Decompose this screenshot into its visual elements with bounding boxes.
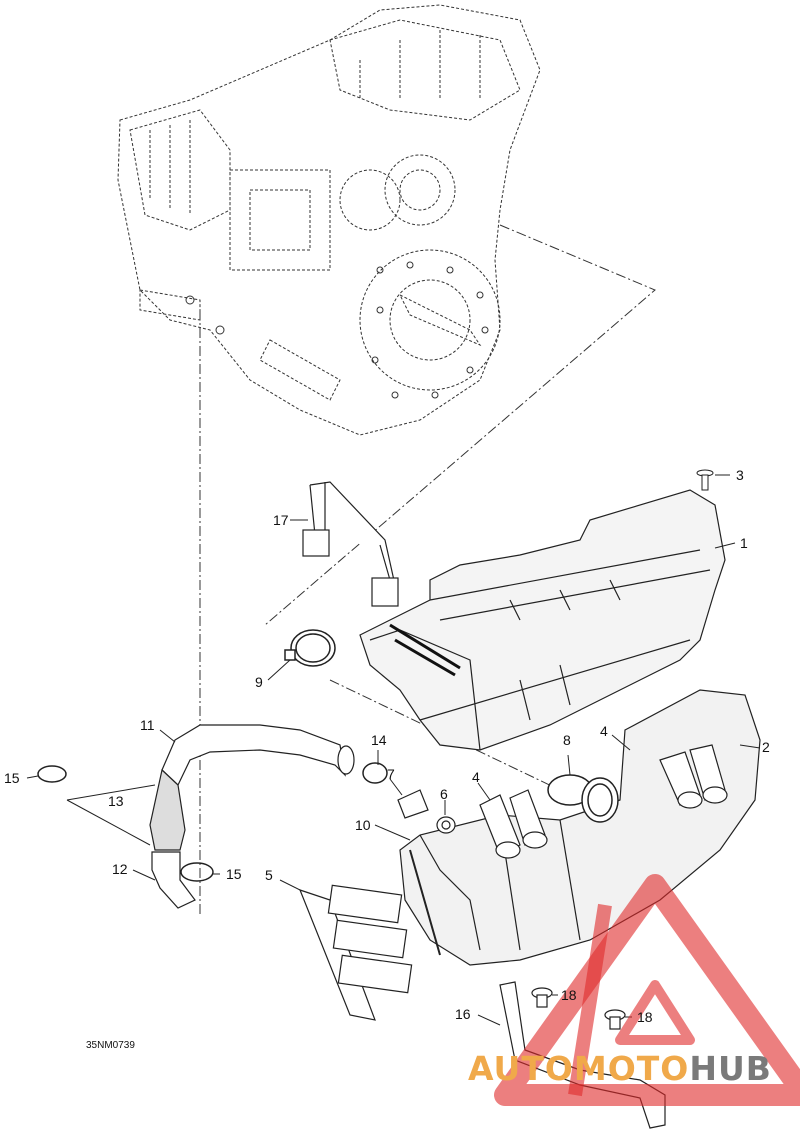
part-5-filter bbox=[298, 884, 413, 1021]
callout-15-right: 15 bbox=[226, 866, 242, 882]
callout-8: 8 bbox=[563, 732, 571, 748]
part-4-pipes bbox=[479, 744, 728, 859]
part-17-strap bbox=[302, 481, 399, 607]
callout-18-bottom: 18 bbox=[637, 1009, 653, 1025]
part-14-clamp bbox=[362, 762, 388, 784]
callout-6: 6 bbox=[440, 786, 448, 802]
part-1-airbox-cover bbox=[359, 489, 726, 751]
callout-18-top: 18 bbox=[561, 987, 577, 1003]
part-11-hose bbox=[161, 724, 355, 786]
watermark-part2: HUB bbox=[689, 1049, 772, 1088]
callout-4-right: 4 bbox=[600, 723, 608, 739]
callout-7: 7 bbox=[387, 766, 395, 782]
engine-assembly bbox=[117, 4, 541, 436]
callout-10: 10 bbox=[355, 817, 371, 833]
watermark-text: AUTOMOTOHUB bbox=[468, 1052, 772, 1085]
watermark-part1: AUTOMOTO bbox=[468, 1049, 690, 1088]
part-18-bolts bbox=[531, 987, 626, 1030]
callout-11: 11 bbox=[140, 717, 155, 733]
part-12-elbow bbox=[151, 851, 196, 909]
engine-bolts bbox=[185, 261, 489, 399]
part-9-clamp bbox=[284, 629, 336, 667]
callout-12: 12 bbox=[112, 861, 128, 877]
part-6-grommet bbox=[436, 816, 456, 834]
watermark-logo bbox=[494, 874, 800, 1106]
callout-3: 3 bbox=[736, 467, 744, 483]
part-13-tube bbox=[149, 768, 186, 851]
callout-13: 13 bbox=[108, 793, 124, 809]
callout-2: 2 bbox=[762, 739, 770, 755]
callout-14: 14 bbox=[371, 732, 387, 748]
callout-1: 1 bbox=[740, 535, 748, 551]
callout-4-left: 4 bbox=[472, 769, 480, 785]
part-7-fitting bbox=[397, 789, 429, 819]
callout-5: 5 bbox=[265, 867, 273, 883]
figure-code: 35NM0739 bbox=[86, 1040, 135, 1051]
part-3-screw bbox=[696, 469, 714, 491]
leader-lines bbox=[26, 474, 761, 1026]
callout-16: 16 bbox=[455, 1006, 471, 1022]
part-15-clamps bbox=[37, 765, 214, 882]
callout-9: 9 bbox=[255, 674, 263, 690]
callout-15-left: 15 bbox=[4, 770, 20, 786]
callout-17: 17 bbox=[273, 512, 289, 528]
part-8-coupler bbox=[547, 774, 619, 823]
